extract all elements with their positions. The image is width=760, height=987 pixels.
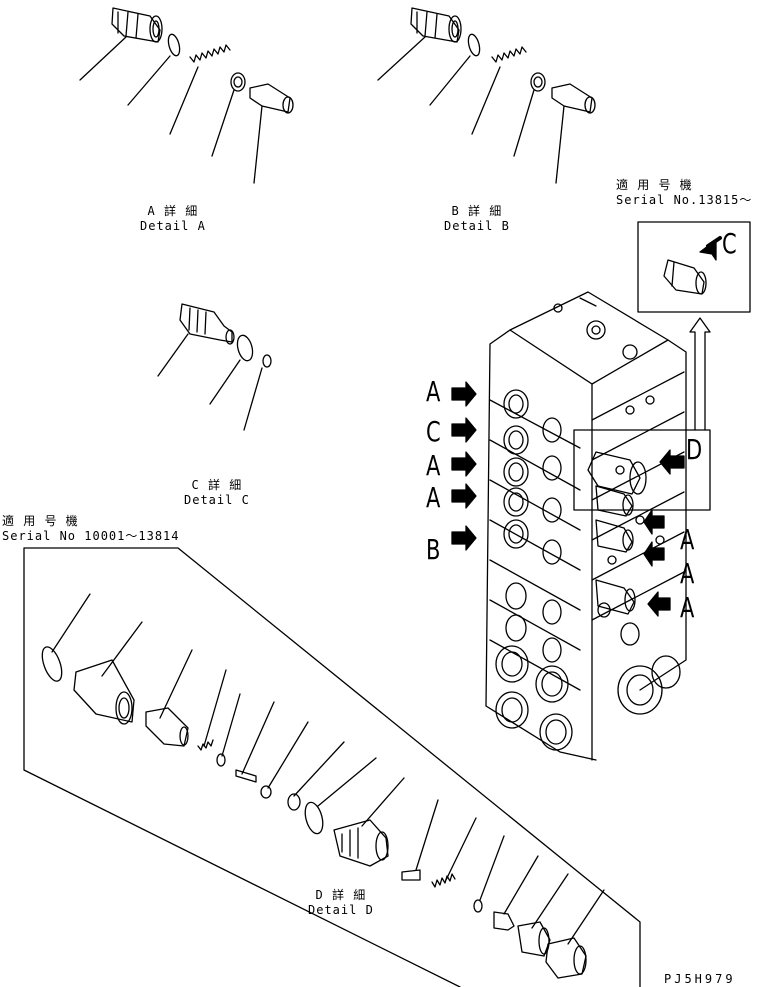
detail-d-jp: D 詳 細 [315, 888, 367, 902]
callout-right-4: A [680, 591, 695, 624]
detail-c-jp: C 詳 細 [191, 478, 243, 492]
detail-b-jp: B 詳 細 [451, 204, 503, 218]
detail-c-parts [157, 303, 272, 431]
callout-left-3: A [426, 449, 441, 482]
detail-d-parts [23, 547, 641, 987]
detail-d-en: Detail D [308, 903, 374, 917]
callout-left-5: B [426, 533, 441, 566]
main-control-valve [485, 291, 711, 761]
applicability-upper-serial: Serial No.13815～ [616, 193, 753, 207]
applicability-lower-jp: 適 用 号 機 [2, 514, 79, 528]
detail-b-en: Detail B [444, 219, 510, 233]
applicability-lower-serial: Serial No 10001～13814 [2, 529, 180, 543]
detail-b-caption: B 詳 細 Detail B [444, 204, 510, 234]
drawing-code: PJ5H979 [664, 972, 736, 986]
detail-a-parts [79, 7, 294, 184]
callout-left-4: A [426, 481, 441, 514]
applicability-upper: 適 用 号 機 Serial No.13815～ [616, 178, 752, 208]
detail-a-caption: A 詳 細 Detail A [140, 204, 206, 234]
detail-b-parts [377, 7, 596, 184]
detail-a-en: Detail A [140, 219, 206, 233]
detail-c-caption: C 詳 細 Detail C [184, 478, 250, 508]
callout-left-1: A [426, 375, 441, 408]
callout-right-1: D [686, 433, 703, 466]
detail-d-caption: D 詳 細 Detail D [308, 888, 374, 918]
detail-c-en: Detail C [184, 493, 250, 507]
applicability-lower: 適 用 号 機 Serial No 10001～13814 [2, 514, 180, 544]
callout-right-2: A [680, 523, 695, 556]
inset-serial-13815 [637, 221, 751, 431]
callout-right-3: A [680, 557, 695, 590]
callout-arrows [451, 381, 685, 617]
detail-a-jp: A 詳 細 [147, 204, 199, 218]
applicability-upper-jp: 適 用 号 機 [616, 178, 693, 192]
callout-inset: C [722, 227, 737, 260]
callout-left-2: C [426, 415, 441, 448]
